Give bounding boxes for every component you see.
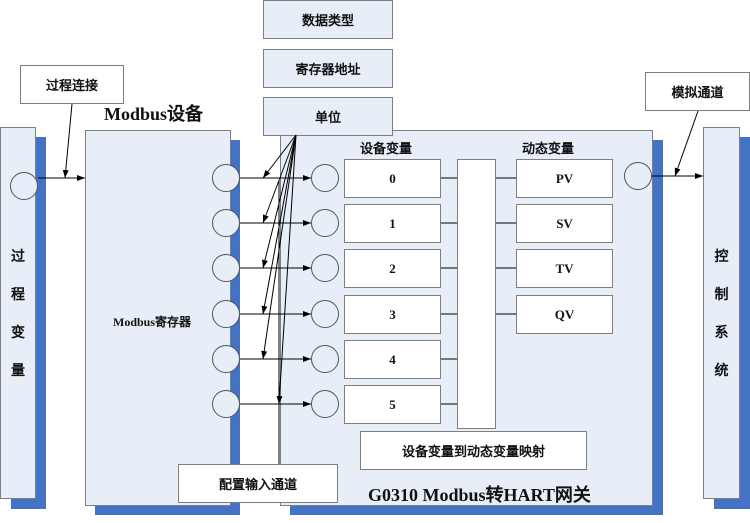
- analog-channel-pointer: [674, 110, 699, 177]
- dynamic-vars-header: 动态变量: [522, 141, 575, 156]
- device-var-port: [311, 209, 339, 237]
- device-var-port: [311, 390, 339, 418]
- device-var-box: 5: [344, 385, 441, 424]
- modbus-register-port: [212, 209, 240, 237]
- modbus-register-port: [212, 164, 240, 192]
- device-var-port: [311, 300, 339, 328]
- control-system-char: 统: [714, 364, 729, 379]
- control-system-char: 制: [714, 288, 729, 303]
- process-variable-char: 过: [11, 250, 25, 265]
- callout-analog-channel: 模拟通道: [645, 72, 750, 111]
- dynamic-var-box: QV: [516, 295, 613, 334]
- device-var-box: 2: [344, 249, 441, 288]
- attribute-data-type: 数据类型: [263, 0, 393, 39]
- process-variable-char: 程: [11, 288, 25, 303]
- device-vars-header: 设备变量: [360, 141, 413, 156]
- mapping-bus-bar: [457, 159, 496, 429]
- gateway-output-port: [624, 162, 652, 190]
- device-var-port: [311, 164, 339, 192]
- control-system-bar: 控 制 系 统: [703, 127, 740, 499]
- control-system-char: 系: [714, 326, 729, 341]
- callout-process-connection: 过程连接: [20, 65, 124, 104]
- dynamic-var-box: PV: [516, 159, 613, 198]
- process-variable-char: 量: [11, 364, 25, 379]
- modbus-register-label: Modbus寄存器: [113, 315, 192, 329]
- modbus-register-port: [212, 390, 240, 418]
- device-var-box: 4: [344, 340, 441, 379]
- modbus-register-port: [212, 345, 240, 373]
- device-var-box: 3: [344, 295, 441, 334]
- modbus-device-panel: [85, 130, 231, 506]
- attribute-register-address: 寄存器地址: [263, 49, 393, 88]
- modbus-register-port: [212, 300, 240, 328]
- dynamic-var-box: SV: [516, 204, 613, 243]
- callout-config-input-channel: 配置输入通道: [178, 464, 338, 503]
- device-var-box: 0: [344, 159, 441, 198]
- process-variable-port: [10, 172, 38, 200]
- gateway-title: G0310 Modbus转HART网关: [368, 485, 591, 505]
- attribute-unit: 单位: [263, 97, 393, 136]
- dynamic-var-box: TV: [516, 249, 613, 288]
- process-variable-char: 变: [11, 326, 25, 341]
- control-system-char: 控: [714, 250, 729, 265]
- device-var-port: [311, 345, 339, 373]
- process-connection-pointer: [62, 103, 73, 179]
- modbus-register-port: [212, 254, 240, 282]
- device-var-port: [311, 254, 339, 282]
- device-var-box: 1: [344, 204, 441, 243]
- modbus-device-title: Modbus设备: [104, 104, 204, 124]
- mapping-label: 设备变量到动态变量映射: [360, 431, 587, 470]
